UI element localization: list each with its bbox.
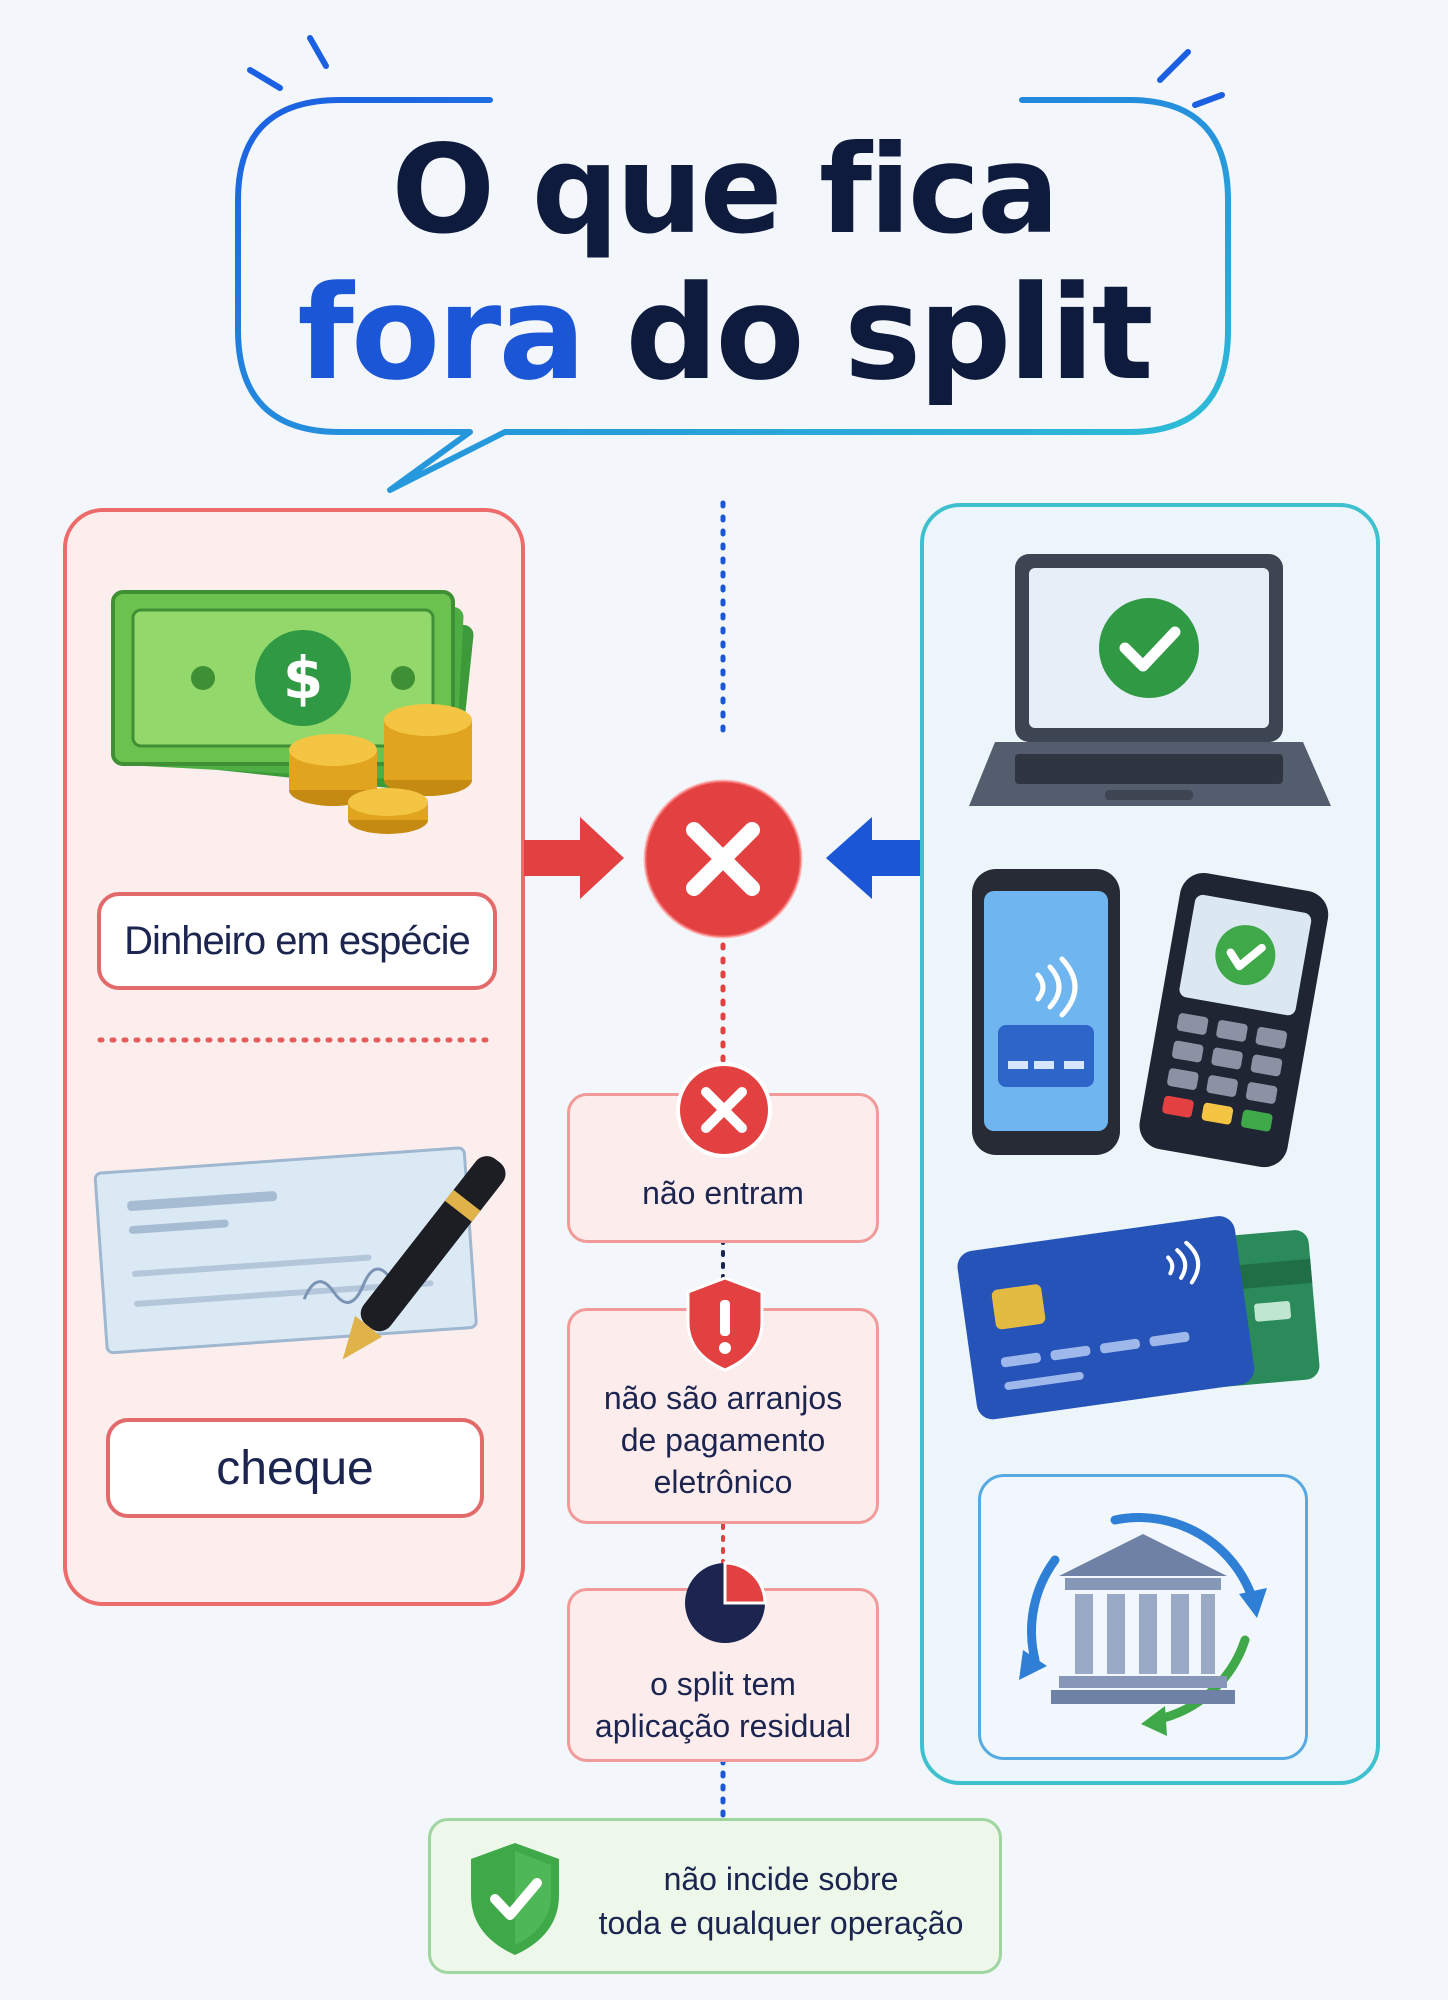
title-line-1: O que fica [391,119,1059,261]
x-circle-icon [643,779,803,939]
residual-line-2: aplicação residual [594,1708,852,1744]
title-section: O que fica fora do split [0,0,1448,520]
cheque-label: cheque [106,1418,484,1518]
phone-icon [972,869,1120,1155]
arranjos-line-1: não são arranjos [603,1380,843,1416]
arranjos-line-2: de pagamento [620,1422,826,1458]
pen-icon [342,1156,506,1360]
credit-card-icon [957,1216,1320,1420]
bottom-note-text: não incide sobre toda e qualquer operaçã… [571,1857,991,1945]
nao-entram-text: não entram [642,1175,804,1211]
middle-connectors [524,500,920,1818]
coins-icon [289,704,472,834]
title-rest: do split [583,257,1153,409]
laptop-icon [969,554,1331,806]
cash-icon: $ [111,590,474,834]
check-shield-icon [471,1843,559,1955]
bank-icon [1019,1513,1267,1736]
speech-bubble-outline [235,35,1231,493]
pie-chart-icon [685,1561,767,1643]
cheque-icon [93,1146,506,1360]
bottom-line-2: toda e qualquer operação [598,1905,964,1941]
cash-label: Dinheiro em espécie [97,892,497,990]
residual-line-1: o split tem [650,1666,796,1702]
alert-shield-icon [686,1276,764,1372]
title-line-2: fora do split [0,258,1448,408]
svg-text:$: $ [283,644,323,712]
arranjos-line-3: eletrônico [653,1464,793,1500]
left-divider [97,1037,493,1043]
bottom-line-1: não incide sobre [663,1861,899,1897]
bottom-note-box: não incide sobre toda e qualquer operaçã… [428,1818,1002,1974]
small-x-circle-icon [676,1062,772,1158]
title-accent-word: fora [297,257,586,409]
card-terminal-icon [1139,872,1329,1168]
